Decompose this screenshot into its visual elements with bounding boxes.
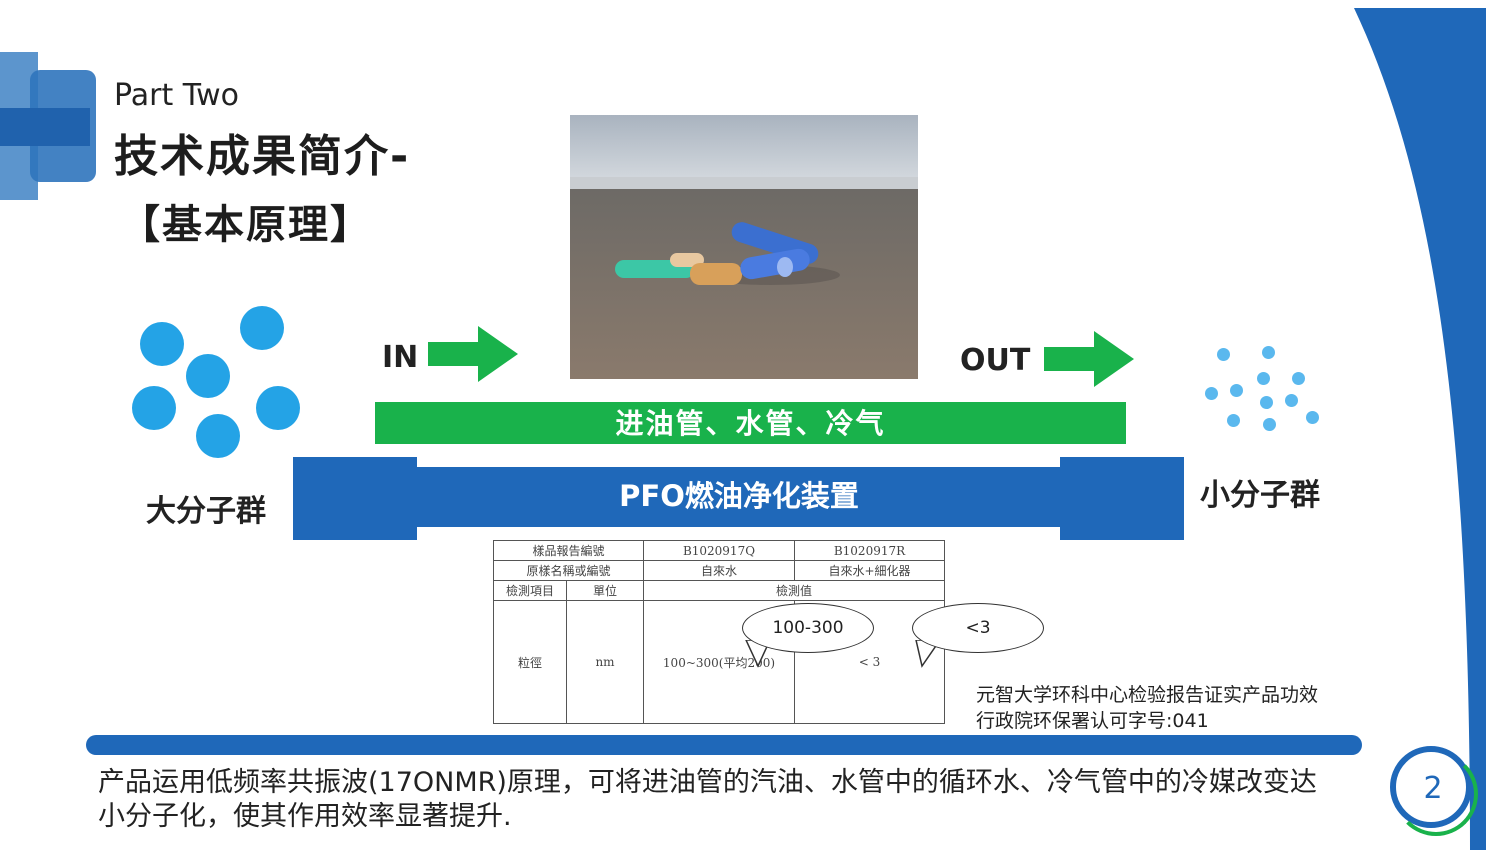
table-cell: nm — [566, 600, 644, 724]
divider-bar — [86, 735, 1362, 755]
device-bar: PFO燃油净化装置 — [415, 467, 1063, 527]
in-label: IN — [382, 340, 419, 375]
large-molecule-label: 大分子群 — [146, 494, 266, 529]
note-line: 行政院环保署认可字号:041 — [976, 710, 1209, 732]
molecule-dot — [1217, 348, 1230, 361]
table-cell: 自來水+細化器 — [794, 560, 945, 581]
pipe-bar: 进油管、水管、冷气 — [375, 402, 1126, 444]
table-cell: 原樣名稱或編號 — [493, 560, 644, 581]
table-cell: 單位 — [566, 580, 644, 601]
logo-block — [0, 108, 90, 146]
molecule-dot — [1260, 396, 1273, 409]
table-cell: 檢測值 — [643, 580, 945, 601]
table-cell: 樣品報告編號 — [493, 540, 644, 561]
molecule-dot — [132, 386, 176, 430]
molecule-dot — [140, 322, 184, 366]
description-text: 产品运用低频率共振波(17ONMR)原理，可将进油管的汽油、水管中的循环水、冷气… — [98, 767, 1317, 832]
table-cell: B1020917R — [794, 540, 945, 561]
table-cell: B1020917Q — [643, 540, 795, 561]
molecule-dot — [240, 306, 284, 350]
table-cell: 粒徑 — [493, 600, 567, 724]
molecule-dot — [1230, 384, 1243, 397]
page-subtitle: 【基本原理】 — [120, 202, 372, 248]
molecule-dot — [1285, 394, 1298, 407]
in-arrow-icon — [428, 326, 518, 382]
table-row: 樣品報告編號 B1020917Q B1020917R — [493, 540, 945, 561]
molecule-dot — [256, 386, 300, 430]
callout-bubble: <3 — [912, 603, 1044, 653]
corner-swoosh-decoration — [1354, 8, 1486, 850]
certification-note: 元智大学环科中心检验报告证实产品功效 行政院环保署认可字号:041 — [976, 682, 1318, 734]
section-label: Part Two — [114, 78, 240, 113]
page-number: 2 — [1423, 771, 1443, 806]
table-row: 粒徑 nm 100~300(平均200) < 3 — [493, 600, 945, 724]
molecule-dot — [186, 354, 230, 398]
molecule-dot — [1262, 346, 1275, 359]
table-cell: 檢測項目 — [493, 580, 567, 601]
out-label: OUT — [960, 343, 1031, 378]
molecule-dot — [1257, 372, 1270, 385]
note-line: 元智大学环科中心检验报告证实产品功效 — [976, 684, 1319, 706]
page-title: 技术成果简介- — [114, 131, 411, 182]
callout-bubble: 100-300 — [742, 603, 874, 653]
molecule-dot — [196, 414, 240, 458]
table-row: 檢測項目 單位 檢測值 — [493, 580, 945, 601]
molecule-dot — [1263, 418, 1276, 431]
device-flange — [1060, 457, 1184, 540]
molecule-dot — [1292, 372, 1305, 385]
small-molecule-label: 小分子群 — [1200, 478, 1320, 513]
page-number-ring — [1394, 752, 1478, 836]
out-arrow-icon — [1044, 331, 1134, 387]
molecule-dot — [1205, 387, 1218, 400]
test-report-table: 樣品報告編號 B1020917Q B1020917R 原樣名稱或編號 自來水 自… — [493, 540, 945, 724]
molecule-dot — [1306, 411, 1319, 424]
device-flange — [293, 457, 417, 540]
molecule-dot — [1227, 414, 1240, 427]
product-photo — [570, 115, 918, 379]
table-cell: 自來水 — [643, 560, 795, 581]
table-row: 原樣名稱或編號 自來水 自來水+細化器 — [493, 560, 945, 581]
